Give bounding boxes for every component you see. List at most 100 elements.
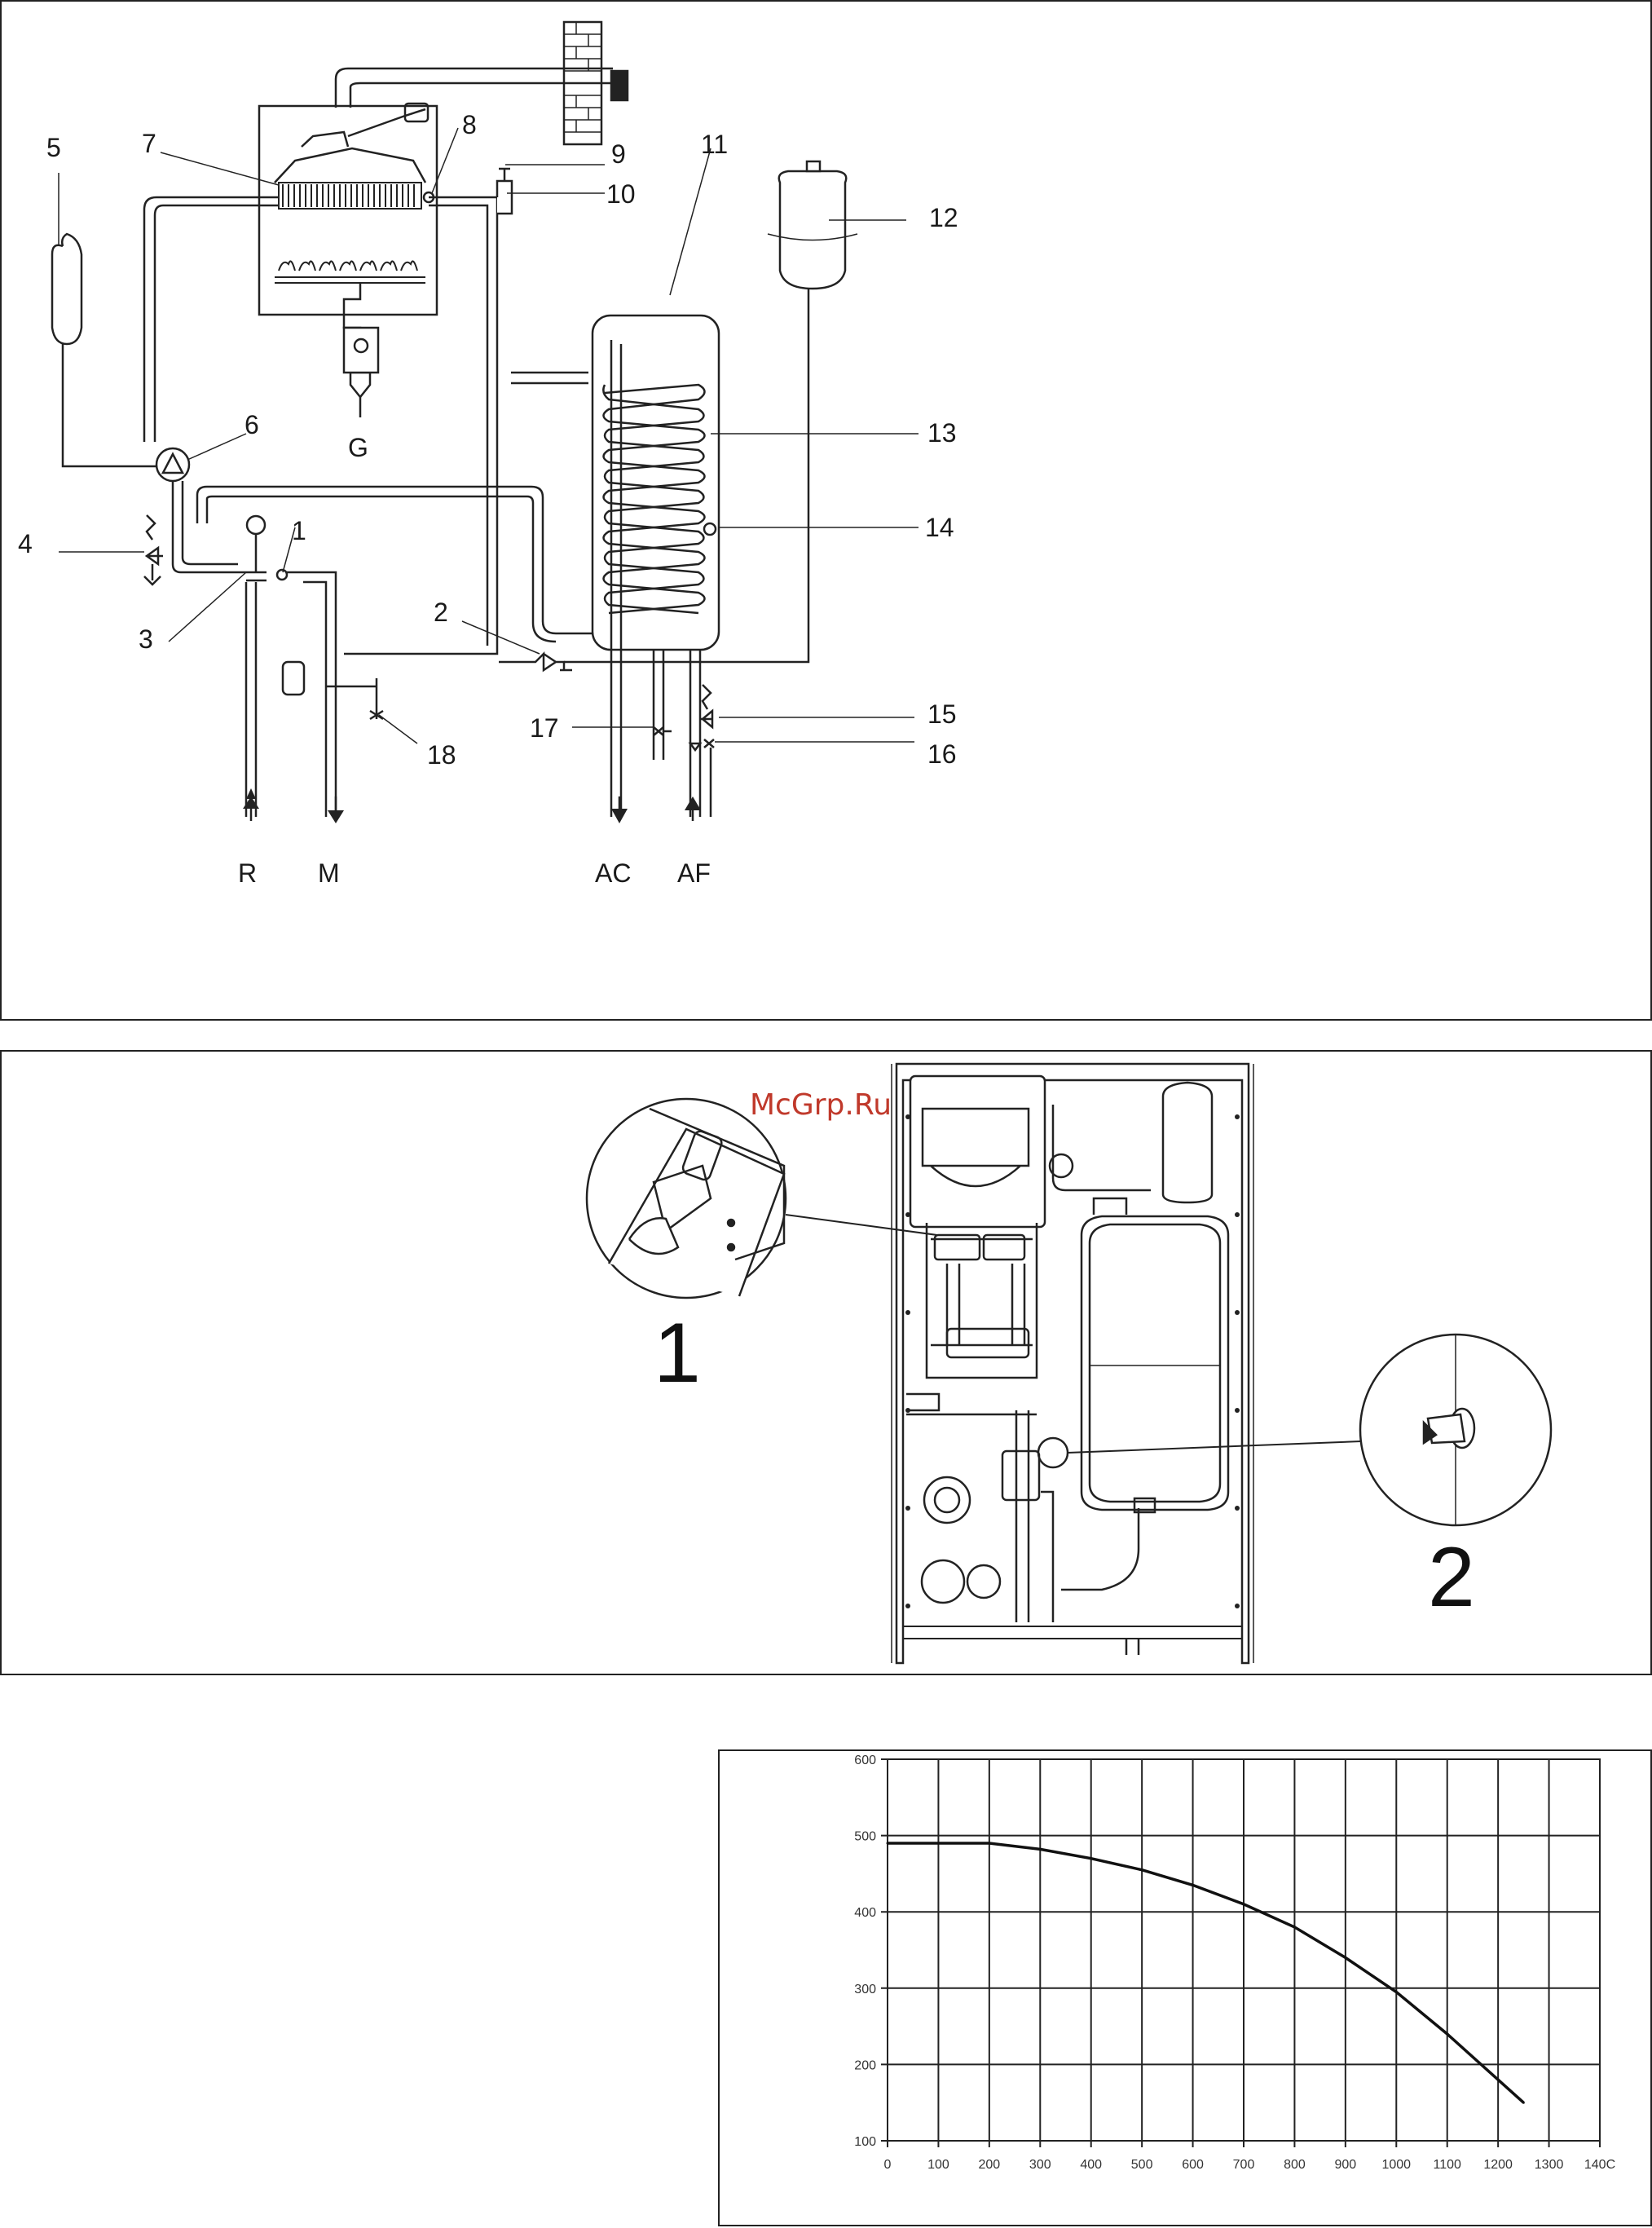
connection-af-label: AF — [677, 858, 711, 888]
x-tick-label: 0 — [884, 2158, 892, 2172]
three-way-valve-motor-icon — [247, 516, 265, 534]
curve-point — [1090, 1857, 1092, 1860]
callout-5: 5 — [46, 133, 61, 162]
callout-2: 2 — [434, 598, 448, 627]
watermark: McGrp.Ru — [750, 1088, 892, 1122]
y-tick-label: 500 — [854, 1830, 876, 1844]
chart-grid — [881, 1759, 1600, 2147]
dhw-expansion-vessel-cap — [807, 161, 820, 171]
component-location-panel: McGrp.Ru — [0, 1050, 1652, 1675]
x-tick-label: 1300 — [1535, 2158, 1564, 2172]
x-tick-label: 1100 — [1434, 2158, 1462, 2172]
drain-hose — [1061, 1508, 1139, 1590]
x-tick-label: 500 — [1131, 2158, 1153, 2172]
combustion-hood — [275, 148, 425, 183]
curve-point — [1192, 1884, 1194, 1886]
heat-exchanger-frame — [927, 1223, 1037, 1378]
expansion-vessel-icon — [1163, 1083, 1212, 1202]
coil-flow-pipe — [197, 487, 609, 642]
flow-sensor-icon — [277, 570, 287, 580]
safety-valve-15-icon — [700, 711, 712, 727]
callout-6: 6 — [244, 410, 259, 439]
circulator-pump-icon — [924, 1477, 970, 1523]
y-tick-label: 400 — [854, 1906, 876, 1920]
callout-15: 15 — [927, 699, 957, 729]
safety-valve-15-spring — [703, 685, 711, 709]
curve-point — [937, 1842, 940, 1844]
bottom-fitting — [1126, 1639, 1139, 1655]
burner-flames — [275, 261, 425, 283]
callout-7: 7 — [142, 129, 156, 158]
x-tick-label: 300 — [1029, 2158, 1051, 2172]
detail-1-label: 1 — [654, 1306, 701, 1401]
af-inlet-pipe — [690, 650, 700, 817]
curve-point — [1522, 2102, 1525, 2104]
x-tick-label: 1000 — [1381, 2158, 1411, 2172]
y-tick-label: 600 — [854, 1754, 876, 1767]
curve-point — [1293, 1926, 1296, 1928]
x-tick-label: 100 — [927, 2158, 949, 2172]
callout-10: 10 — [606, 179, 636, 209]
y-tick-label: 100 — [854, 2135, 876, 2149]
callout-17: 17 — [530, 713, 559, 743]
x-tick-label: 600 — [1182, 2158, 1204, 2172]
x-tick-label: 900 — [1335, 2158, 1357, 2172]
pump-rotor-icon — [935, 1488, 959, 1512]
expansion-vessel-icon — [52, 234, 81, 344]
x-tick-labels: 0100200300400500600700800900100011001200… — [884, 2158, 1616, 2172]
dhw-expansion-vessel-icon — [779, 171, 847, 289]
callout-9: 9 — [611, 139, 626, 169]
hydraulic-diagram-panel: G — [0, 0, 1652, 1021]
detail-1-zoom — [587, 1099, 786, 1298]
curve-point — [1395, 1991, 1398, 1993]
dhw-tank-icon — [1090, 1224, 1220, 1502]
air-vent-body — [497, 181, 512, 214]
x-tick-label: 1200 — [1483, 2158, 1513, 2172]
curve-point — [1039, 1848, 1042, 1851]
pressure-gauge-icon — [922, 1560, 964, 1603]
heat-exchanger — [279, 183, 421, 209]
y-tick-labels: 100200300400500600 — [854, 1754, 876, 2149]
component-location-drawing: McGrp.Ru — [2, 1052, 1652, 1677]
gas-label: G — [348, 433, 368, 462]
secondary-pipe — [344, 197, 497, 654]
fill-valve-18-icon — [326, 678, 383, 719]
detail-2-sensor-icon — [1428, 1414, 1465, 1443]
y-tick-label: 200 — [854, 2058, 876, 2072]
curve-point — [1497, 2079, 1500, 2081]
pressure-switch-tube — [348, 109, 425, 136]
combustion-module — [910, 1076, 1045, 1227]
detail-2-label: 2 — [1428, 1530, 1475, 1625]
bypass-valve-icon — [499, 654, 572, 670]
curve-point — [887, 1842, 889, 1844]
callout-12: 12 — [929, 203, 958, 232]
callout-3: 3 — [139, 624, 153, 654]
connection-labels: R M AC AF — [238, 858, 711, 888]
callout-8: 8 — [462, 110, 477, 139]
drain-17-pipe — [654, 650, 663, 760]
gas-valve-icon — [344, 328, 378, 373]
callout-14: 14 — [925, 513, 954, 542]
coil-return-pipe — [511, 373, 588, 383]
callout-11: 11 — [701, 130, 728, 159]
return-r-pipe — [246, 582, 256, 817]
safety-valve-icon — [147, 548, 163, 564]
detail-2-zoom — [1360, 1335, 1551, 1525]
callout-1: 1 — [292, 516, 306, 545]
flow-arrows — [243, 788, 701, 823]
vessel-pipe — [1053, 1105, 1151, 1190]
x-tick-label: 700 — [1233, 2158, 1255, 2172]
pump-outlet-pipe — [173, 481, 246, 572]
x-tick-label: 400 — [1080, 2158, 1102, 2172]
lower-pipes — [1016, 1410, 1053, 1622]
hydraulic-diagram: G — [2, 2, 1652, 1022]
three-way-valve-icon — [1002, 1451, 1039, 1500]
fan-icon — [302, 132, 348, 147]
callout-16: 16 — [927, 739, 957, 769]
x-tick-label: 200 — [979, 2158, 1001, 2172]
curve-point — [1446, 2032, 1448, 2035]
connection-ac-label: AC — [595, 858, 631, 888]
component-2-location — [1038, 1438, 1068, 1467]
